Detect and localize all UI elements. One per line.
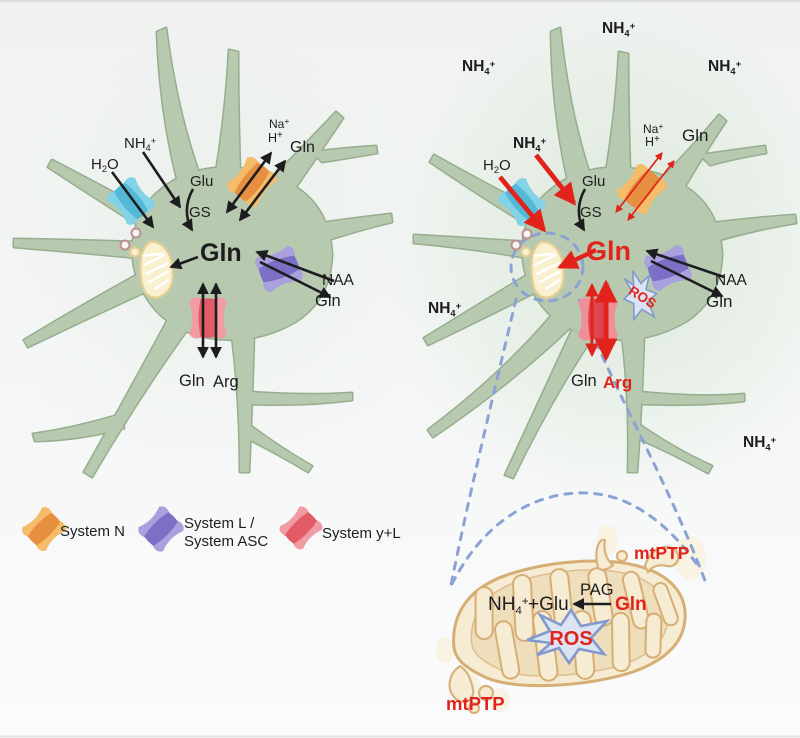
mito-flame-protrusion	[643, 545, 680, 575]
mtptp-label-top: mtPTP	[634, 543, 690, 563]
gln-efflux-arrow	[259, 260, 332, 299]
vesicle-dot	[510, 239, 522, 251]
mito-splotch	[490, 688, 510, 712]
gs-reaction-arrow	[181, 188, 195, 232]
gln-bottom-left: Gln	[179, 372, 205, 390]
pag-label: PAG	[580, 581, 614, 599]
ros-label-large: ROS	[549, 628, 592, 650]
vesicle-dot	[119, 239, 131, 251]
system-n-exchange-arrow-red	[627, 160, 675, 221]
vesicle-dot	[130, 227, 142, 239]
legend-system-l-label-line1: System L /	[184, 515, 255, 532]
zoom-cone-arc	[450, 491, 700, 586]
mito-bump	[467, 701, 481, 715]
arg-bottom-right: Arg	[603, 373, 632, 392]
gln-top-left: Gln	[290, 139, 315, 156]
top-border-line	[0, 0, 800, 2]
h2o-influx-arrow	[110, 171, 155, 229]
gs-reaction-arrow	[573, 188, 587, 232]
right-cell-arrows	[498, 152, 725, 362]
gln-substrate-label: Gln	[615, 594, 647, 615]
naa-label-left: NAA	[322, 272, 355, 289]
system-yl-transporter-left	[189, 297, 227, 339]
legend-system-l-label-line2: System ASC	[184, 533, 268, 550]
h2o-influx-arrow-red	[498, 175, 547, 233]
left-cell-arrows	[110, 151, 335, 359]
system-n-exchange-arrow	[238, 159, 287, 222]
glu-label-left: Glu	[190, 173, 213, 190]
glu-label-right: Glu	[582, 173, 605, 190]
plus-glu-label: +Glu	[528, 594, 569, 615]
gln-to-mito-arrow	[169, 255, 199, 270]
vesicle-dot	[521, 228, 533, 240]
naa-influx-arrow	[645, 248, 725, 279]
nh4-influx-arrow	[141, 151, 182, 209]
mito-bump	[615, 549, 629, 563]
naa-label-right: NAA	[715, 272, 748, 289]
zoom-circle	[509, 231, 585, 303]
gln-center-left: Gln	[200, 239, 242, 267]
gln-right-right: Gln	[706, 292, 732, 311]
mito-flame-protrusion	[448, 664, 475, 704]
legend-system-n-label: System N	[60, 523, 125, 540]
naa-influx-arrow	[255, 249, 335, 283]
bottom-border-line	[0, 735, 800, 738]
gln-right-left: Gln	[315, 292, 341, 310]
nh4-influx-arrow-red	[534, 153, 577, 206]
gln-bottom-right: Gln	[571, 372, 597, 390]
mito-cristae	[474, 567, 679, 682]
mito-flame-protrusion	[595, 538, 615, 571]
legend: System N System L / System ASC System y+…	[19, 503, 401, 555]
mito-bump	[477, 684, 495, 702]
left-cell-structures	[104, 154, 305, 339]
arg-bottom-left: Arg	[213, 373, 239, 391]
gln-top-right: Gln	[682, 126, 708, 145]
gln-to-mito-arrow-red	[557, 248, 597, 269]
legend-system-yl-label: System y+L	[322, 525, 401, 542]
gln-center-right: Gln	[586, 236, 631, 266]
gln-efflux-arrow	[650, 259, 724, 298]
mtptp-label-bottom: mtPTP	[446, 693, 505, 714]
gs-label-left: GS	[189, 204, 211, 221]
mito-splotch	[436, 637, 454, 663]
system-yl-transporter-right	[578, 297, 618, 341]
gs-label-right: GS	[580, 204, 602, 221]
